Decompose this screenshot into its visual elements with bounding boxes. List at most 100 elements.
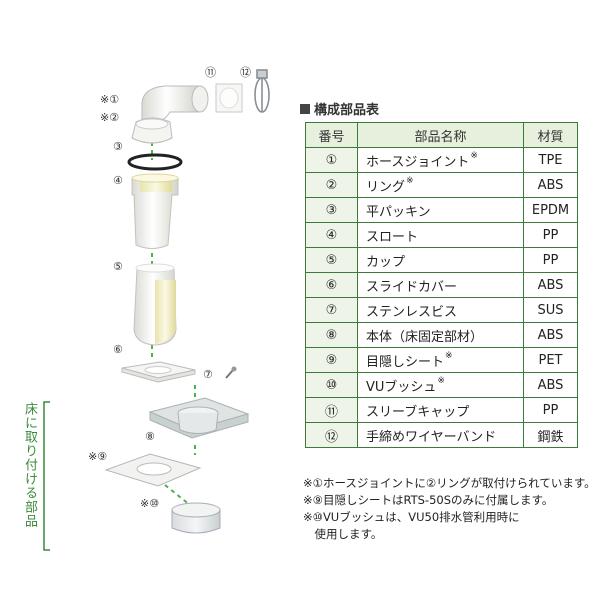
note-mark: ※ bbox=[470, 150, 478, 161]
cell-number-text: ① bbox=[325, 152, 338, 168]
cell-material-text: 鋼鉄 bbox=[537, 429, 564, 445]
floor-bracket bbox=[43, 401, 50, 551]
cell-number-text: ⑤ bbox=[325, 252, 338, 268]
cell-part-name: ステンレスビス bbox=[357, 297, 524, 323]
cup-part bbox=[133, 263, 177, 346]
cell-part-name-text: 手締めワイヤーバンド bbox=[366, 429, 497, 445]
square-bullet-icon bbox=[300, 103, 310, 114]
cell-part-name-text: 目隠しシート bbox=[366, 354, 445, 370]
cell-part-name: カップ bbox=[357, 247, 524, 273]
cell-material-text: SUS bbox=[537, 302, 564, 318]
table-title: 構成部品表 bbox=[300, 99, 379, 118]
cell-material: PP bbox=[523, 247, 578, 273]
hose-joint-part bbox=[141, 85, 209, 121]
cell-part-name: ホースジョイント※ bbox=[357, 147, 524, 173]
table-row: ⑤ カップ PP bbox=[305, 247, 578, 273]
cell-part-name: 目隠しシート※ bbox=[357, 347, 524, 373]
note-mark: ※ bbox=[406, 175, 414, 186]
main-body-part bbox=[148, 397, 250, 439]
note-mark: ※ bbox=[437, 375, 445, 386]
header-number: 番号 bbox=[305, 122, 358, 148]
cell-number-text: ③ bbox=[325, 202, 338, 218]
cell-material-text: ABS bbox=[537, 377, 564, 393]
callout-10: ※⑩ bbox=[140, 497, 159, 510]
cell-material-text: ABS bbox=[537, 177, 564, 193]
cell-material: PET bbox=[523, 347, 578, 373]
cell-number-text: ④ bbox=[325, 227, 338, 243]
cell-number: ⑤ bbox=[305, 247, 358, 273]
callout-4: ④ bbox=[113, 174, 123, 187]
cell-number: ⑨ bbox=[305, 347, 358, 373]
cell-material-text: ABS bbox=[537, 327, 564, 343]
slide-cover-part bbox=[121, 361, 196, 383]
throat-part bbox=[131, 173, 179, 249]
cell-material: ABS bbox=[523, 372, 578, 398]
cell-number: ⑥ bbox=[305, 272, 358, 298]
table-row: ③ 平パッキン EPDM bbox=[305, 197, 578, 223]
flat-gasket-part bbox=[127, 153, 183, 171]
table-header-row: 番号 部品名称 材質 bbox=[305, 122, 578, 148]
cell-part-name-text: スリーブキャップ bbox=[366, 404, 470, 420]
callout-11: ⑪ bbox=[205, 66, 216, 79]
table-row: ⑥ スライドカバー ABS bbox=[305, 272, 578, 298]
note-line: ※①ホースジョイントに②リングが取付けられています。 bbox=[303, 476, 596, 490]
cell-material: PP bbox=[523, 397, 578, 423]
cell-number-text: ⑩ bbox=[325, 377, 338, 393]
cell-material: EPDM bbox=[523, 197, 578, 223]
cell-material: SUS bbox=[523, 297, 578, 323]
note-mark: ※ bbox=[445, 350, 453, 361]
note-line: 使用します。 bbox=[303, 527, 383, 541]
cell-number: ④ bbox=[305, 222, 358, 248]
cell-part-name: 平パッキン bbox=[357, 197, 524, 223]
cell-material: ABS bbox=[523, 322, 578, 348]
callout-6: ⑥ bbox=[113, 343, 123, 356]
cell-part-name-text: スライドカバー bbox=[366, 279, 458, 295]
header-material: 材質 bbox=[523, 122, 578, 148]
cell-number: ⑦ bbox=[305, 297, 358, 323]
ring-part bbox=[131, 117, 173, 144]
table-title-text: 構成部品表 bbox=[314, 103, 380, 118]
callout-2: ※② bbox=[100, 111, 119, 124]
cell-number: ⑩ bbox=[305, 372, 358, 398]
sleeve-cap-part bbox=[215, 83, 243, 113]
cell-part-name-text: リング bbox=[366, 179, 406, 195]
callout-9: ※⑨ bbox=[88, 450, 107, 463]
callout-3: ③ bbox=[113, 140, 123, 153]
notes: ※①ホースジョイントに②リングが取付けられています。 ※⑨目隠しシートはRTS-… bbox=[303, 475, 596, 543]
cell-part-name-text: スロート bbox=[366, 229, 419, 245]
cell-part-name-text: カップ bbox=[366, 254, 406, 270]
table-row: ⑦ ステンレスビス SUS bbox=[305, 297, 578, 323]
cell-part-name-text: VUブッシュ bbox=[366, 379, 437, 395]
callout-1: ※① bbox=[100, 93, 119, 106]
cell-number: ③ bbox=[305, 197, 358, 223]
cell-material: PP bbox=[523, 222, 578, 248]
blind-sheet-part bbox=[104, 453, 202, 487]
cell-part-name: スロート bbox=[357, 222, 524, 248]
cell-number-text: ⑨ bbox=[325, 352, 338, 368]
cell-material: ABS bbox=[523, 272, 578, 298]
header-part-name: 部品名称 bbox=[357, 122, 524, 148]
cell-part-name: 手締めワイヤーバンド bbox=[357, 422, 524, 448]
cell-material: 鋼鉄 bbox=[523, 422, 578, 448]
cell-part-name: VUブッシュ※ bbox=[357, 372, 524, 398]
table-row: ⑫ 手締めワイヤーバンド 鋼鉄 bbox=[305, 422, 578, 448]
cell-number: ⑫ bbox=[305, 422, 358, 448]
callouts: ※① ※② ③ ④ ⑤ ⑥ ⑦ ⑧ ※⑨ ※⑩ ⑪ ⑫ bbox=[88, 66, 251, 510]
cell-number-text: ⑪ bbox=[324, 404, 338, 420]
vu-bushing-part bbox=[171, 502, 221, 534]
callout-7: ⑦ bbox=[203, 368, 213, 381]
cell-part-name: リング※ bbox=[357, 172, 524, 198]
cell-number-text: ⑧ bbox=[325, 327, 338, 343]
cell-part-name-text: ホースジョイント bbox=[366, 154, 470, 170]
cell-material-text: PP bbox=[542, 402, 559, 418]
cell-material-text: EPDM bbox=[531, 202, 570, 218]
floor-parts-label: 床に取り付ける部品 bbox=[22, 402, 37, 528]
cell-number: ② bbox=[305, 172, 358, 198]
cell-part-name-text: ステンレスビス bbox=[366, 304, 458, 320]
cell-material-text: PP bbox=[542, 227, 559, 243]
